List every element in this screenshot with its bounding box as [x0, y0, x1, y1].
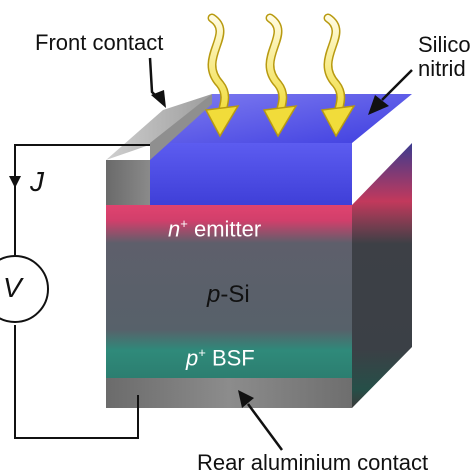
- emitter-label: n+ emitter: [168, 217, 261, 240]
- voltmeter-label: V: [3, 272, 22, 303]
- cell-front-face: [106, 205, 352, 378]
- nitride-leader: [381, 69, 413, 101]
- emitter-label-symbol: n: [168, 216, 181, 242]
- emitter-label-sup: +: [180, 216, 188, 231]
- bulk-label-text: -Si: [220, 281, 250, 308]
- current-direction-arrow: [9, 176, 21, 188]
- silicon-nitride-label-line1: Silico: [418, 32, 471, 57]
- rear-contact-leader-head: [238, 390, 254, 408]
- rear-contact-leader: [246, 403, 284, 451]
- front-contact-top: [106, 94, 212, 160]
- rear-aluminium-contact: [106, 378, 352, 408]
- nitride-leader-head: [368, 95, 389, 115]
- front-contact-leader-head: [151, 90, 166, 108]
- sunlight-arrows: [204, 13, 356, 138]
- bulk-label-symbol: p: [207, 281, 221, 308]
- cell-side-face: [352, 143, 412, 408]
- front-contact: [106, 160, 150, 205]
- bulk-silicon-label: p-Si: [207, 283, 250, 307]
- voltmeter-circle: [0, 255, 49, 323]
- silicon-nitride-label-line2: nitrid: [418, 56, 466, 81]
- circuit-wire: [14, 144, 150, 255]
- bsf-label-sup: +: [198, 345, 206, 360]
- front-contact-label: Front contact: [35, 30, 164, 55]
- bsf-label-symbol: p: [186, 345, 199, 371]
- emitter-label-text: emitter: [187, 216, 262, 242]
- current-label: J: [30, 166, 44, 197]
- bsf-label: p+ BSF: [186, 346, 255, 369]
- circuit-wire-bottom: [14, 325, 139, 439]
- nitride-layer: [150, 143, 352, 205]
- rear-contact-label: Rear aluminium contact: [197, 450, 429, 475]
- front-contact-side: [150, 94, 212, 160]
- bsf-label-text: BSF: [205, 345, 255, 371]
